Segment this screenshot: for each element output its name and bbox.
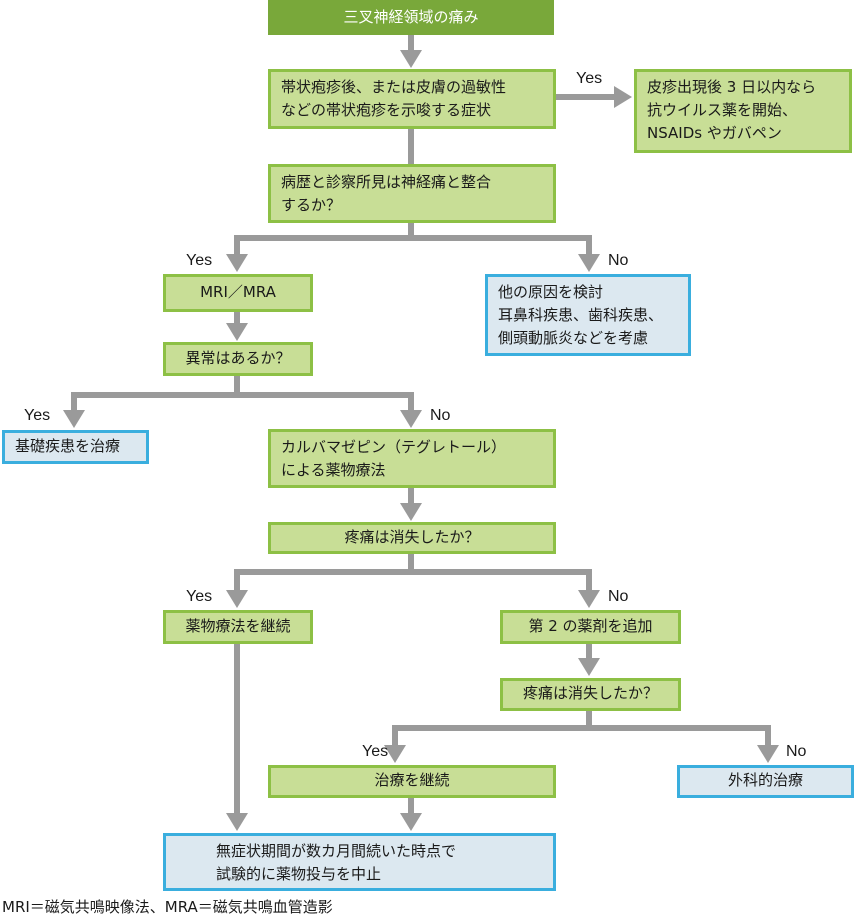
carbamazepine-line-2: による薬物療法 <box>281 461 386 479</box>
start-node: 三叉神経領域の痛み <box>268 0 554 35</box>
continue-treatment-node: 治療を継続 <box>268 765 556 798</box>
surgical-treatment-node: 外科的治療 <box>677 765 854 798</box>
antiviral-node: 皮疹出現後 3 日以内なら 抗ウイルス薬を開始、 NSAIDs やガバペン <box>634 69 852 153</box>
footnote: MRI＝磁気共鳴映像法、MRA＝磁気共鳴血管造影 <box>2 898 333 916</box>
antiviral-line-2: 抗ウイルス薬を開始、 <box>647 101 798 119</box>
mri-node: MRI／MRA <box>163 274 313 312</box>
other-causes-line-1: 他の原因を検討 <box>498 283 604 301</box>
carbamazepine-node: カルバマゼピン（テグレトール） による薬物療法 <box>268 429 556 488</box>
pain2-no-label: No <box>786 743 807 760</box>
neuralgia-question-line-2: するか？ <box>281 196 342 214</box>
pain-gone-question-1: 疼痛は消失したか？ <box>268 522 556 554</box>
herpes-question-line-1: 帯状疱疹後、または皮膚の過敏性 <box>281 78 507 96</box>
neuralgia-yes-label: Yes <box>186 252 213 269</box>
other-causes-line-2: 耳鼻科疾患、歯科疾患、 <box>498 306 664 324</box>
herpes-question-node: 帯状疱疹後、または皮膚の過敏性 などの帯状疱疹を示唆する症状 <box>268 69 556 129</box>
abnormal-question-node: 異常はあるか？ <box>163 342 313 376</box>
abnormal-no-label: No <box>430 407 451 424</box>
neuralgia-question-line-1: 病歴と診察所見は神経痛と整合 <box>281 173 492 191</box>
add-second-drug-node: 第 2 の薬剤を追加 <box>500 610 681 644</box>
pain1-yes-label: Yes <box>186 588 213 605</box>
taper-node: 無症状期間が数カ月間続いた時点で 試験的に薬物投与を中止 <box>163 833 556 891</box>
pain2-yes-label: Yes <box>362 743 389 760</box>
carbamazepine-line-1: カルバマゼピン（テグレトール） <box>281 438 507 456</box>
taper-line-1: 無症状期間が数カ月間続いた時点で <box>216 842 457 860</box>
pain1-no-label: No <box>608 588 629 605</box>
treat-underlying-node: 基礎疾患を治療 <box>2 430 149 464</box>
herpes-question-line-2: などの帯状疱疹を示唆する症状 <box>281 101 492 119</box>
herpes-yes-label: Yes <box>576 70 603 87</box>
antiviral-line-1: 皮疹出現後 3 日以内なら <box>647 78 817 96</box>
pain-gone-question-2: 疼痛は消失したか？ <box>500 678 681 711</box>
other-causes-node: 他の原因を検討 耳鼻科疾患、歯科疾患、 側頭動脈炎などを考慮 <box>485 274 691 356</box>
other-causes-line-3: 側頭動脈炎などを考慮 <box>498 329 649 347</box>
antiviral-line-3: NSAIDs やガバペン <box>647 124 782 142</box>
continue-drug-node: 薬物療法を継続 <box>163 610 313 644</box>
taper-line-2: 試験的に薬物投与を中止 <box>216 865 382 883</box>
abnormal-yes-label: Yes <box>24 407 51 424</box>
neuralgia-no-label: No <box>608 252 629 269</box>
neuralgia-question-node: 病歴と診察所見は神経痛と整合 するか？ <box>268 164 556 223</box>
